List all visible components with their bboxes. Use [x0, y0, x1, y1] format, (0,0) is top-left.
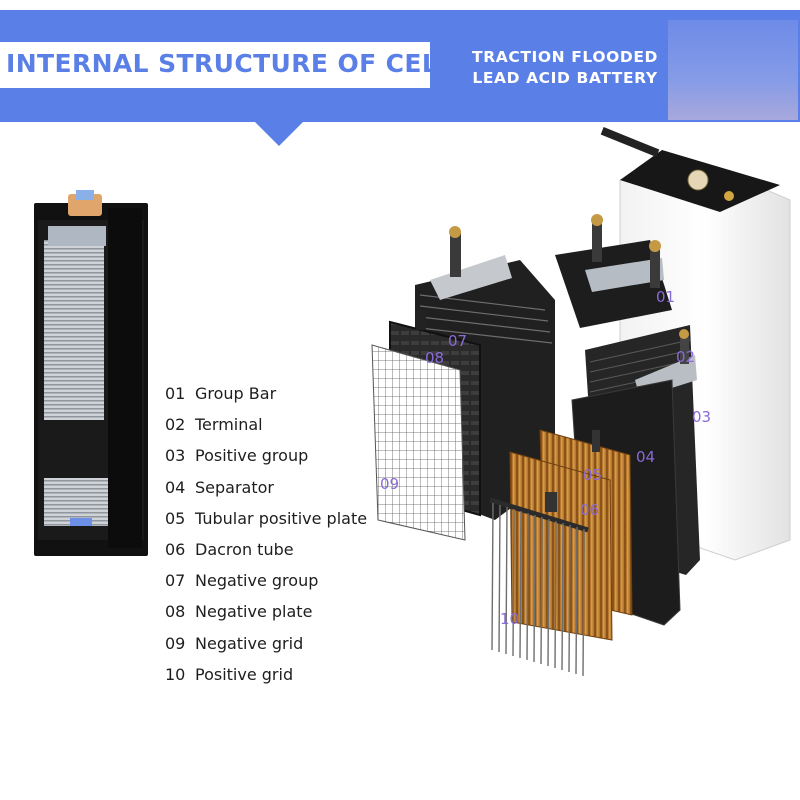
- callout-09: 09: [380, 475, 399, 493]
- legend-number: 01: [165, 384, 186, 403]
- legend-item: 08 Negative plate: [165, 596, 367, 627]
- legend-item: 03 Positive group: [165, 440, 367, 471]
- legend-number: 06: [165, 539, 186, 559]
- legend-item: 02 Terminal: [165, 409, 367, 440]
- battery-type-title: TRACTION FLOODED LEAD ACID BATTERY: [472, 47, 658, 89]
- legend-item: 09 Negative grid: [165, 628, 367, 659]
- legend-number: 04: [165, 477, 186, 497]
- group-bar: [555, 214, 672, 328]
- legend-label: Negative grid: [195, 633, 304, 653]
- legend-item: 04 Separator: [165, 472, 367, 503]
- legend-item: 07 Negative group: [165, 565, 367, 596]
- legend-label: Group Bar: [195, 384, 277, 403]
- callout-03: 03: [692, 408, 711, 426]
- legend-label: Separator: [195, 477, 274, 497]
- legend-label: Terminal: [195, 415, 263, 435]
- battery-type-line-2: LEAD ACID BATTERY: [472, 69, 658, 87]
- legend-number: 03: [165, 446, 186, 466]
- callout-04: 04: [636, 448, 655, 466]
- legend-item: 06 Dacron tube: [165, 534, 367, 565]
- positive-grid: [489, 492, 589, 677]
- corner-photo: [668, 20, 798, 120]
- legend-item: 05 Tubular positive plate: [165, 503, 367, 534]
- legend-label: Negative group: [195, 571, 319, 591]
- battery-type-line-1: TRACTION FLOODED: [472, 48, 658, 66]
- negative-grid: [371, 344, 466, 541]
- callout-05: 05: [583, 466, 602, 484]
- callout-08: 08: [425, 349, 444, 367]
- legend-label: Positive group: [195, 446, 309, 466]
- legend-label: Positive grid: [195, 664, 294, 684]
- page-title: INTERNAL STRUCTURE OF CELL: [6, 49, 455, 78]
- callout-01: 01: [656, 288, 675, 306]
- callout-07: 07: [448, 332, 467, 350]
- legend-number: 08: [165, 602, 186, 622]
- callout-02: 02: [676, 348, 695, 366]
- legend-item: 01 Group Bar: [165, 378, 367, 409]
- legend-number: 02: [165, 415, 186, 435]
- callout-06: 06: [580, 501, 599, 519]
- legend-label: Negative plate: [195, 602, 313, 622]
- dacron-tube: [509, 451, 613, 641]
- legend-number: 09: [165, 633, 186, 653]
- title-box: [0, 42, 430, 88]
- legend-item: 10 Positive grid: [165, 659, 367, 690]
- legend-label: Tubular positive plate: [195, 508, 368, 528]
- legend-number: 07: [165, 571, 186, 591]
- legend-number: 05: [165, 508, 186, 528]
- legend-number: 10: [165, 664, 186, 684]
- legend-label: Dacron tube: [195, 539, 294, 559]
- cell-cross-section: [34, 190, 148, 556]
- callout-10: 10: [500, 610, 519, 628]
- banner-pointer: [253, 120, 305, 146]
